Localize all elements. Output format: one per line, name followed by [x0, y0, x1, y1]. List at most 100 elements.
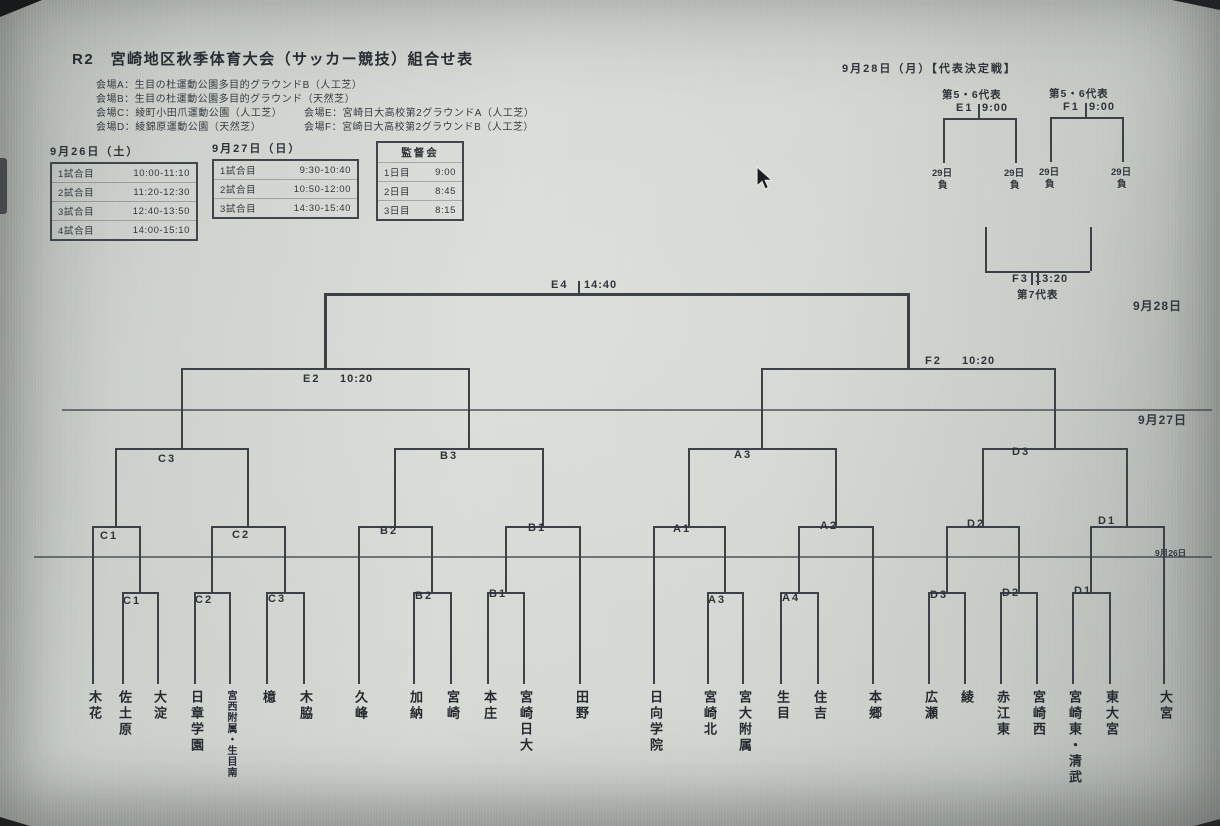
rep-slot-day: 29日	[932, 168, 953, 179]
rep-slot-day: 29日	[1111, 167, 1132, 178]
bracket-line	[780, 592, 782, 684]
match-time: 10:00-11:10	[133, 167, 190, 179]
team-label: 加納	[408, 690, 423, 722]
bracket-line	[1126, 448, 1128, 526]
day-no: 3日目	[384, 206, 411, 217]
rep-slot-day: 29日	[1004, 168, 1025, 179]
coaches-meeting-title: 監督会	[401, 147, 439, 159]
bracket-line	[1050, 117, 1122, 119]
match-time-e4: 14:40	[584, 279, 618, 291]
team-label: 佐土原	[117, 690, 132, 738]
bracket-line	[431, 526, 433, 592]
bracket-line	[835, 448, 837, 526]
rep-slot-result: 負	[1117, 179, 1127, 190]
bracket-line	[394, 448, 396, 526]
team-label: 日向学院	[648, 690, 663, 754]
match-no: 3試合目	[58, 207, 95, 218]
bracket-line	[761, 368, 1054, 370]
match-code-f3: F3	[1012, 273, 1029, 285]
venue-d: 会場D：綾錦原運動公園（天然芝）	[96, 122, 262, 133]
match-time: 9:30-10:40	[299, 164, 351, 176]
match-time: 11:20-12:30	[133, 186, 190, 198]
match-code-r1: D1	[1074, 585, 1093, 597]
team-label: 木脇	[298, 690, 313, 722]
team-label: 宮崎日大	[518, 690, 533, 754]
bracket-line	[92, 526, 139, 528]
match-no: 2試合目	[220, 185, 257, 196]
bracket-line	[928, 592, 930, 684]
rep-left-title: 第5・6代表	[942, 89, 1002, 101]
team-label: 木花	[87, 690, 102, 722]
bracket-line	[413, 592, 415, 684]
bracket-line	[982, 448, 984, 526]
rep-slot-result: 負	[938, 180, 948, 191]
date-label-sep27: 9月27日	[1138, 413, 1188, 427]
bracket-line	[487, 592, 523, 594]
team-label: 綾	[959, 690, 974, 706]
match-code-e2: E2	[303, 373, 321, 385]
venue-f: 会場F：宮崎日大高校第2グラウンドB（人工芝）	[304, 122, 534, 133]
bracket-line	[505, 526, 579, 528]
photo-corner-shadow	[0, 817, 30, 826]
bracket-line	[266, 592, 268, 684]
team-label: 生目	[775, 690, 790, 722]
bracket-line	[707, 592, 742, 594]
rep-slot-result: 負	[1010, 180, 1020, 191]
bracket-line	[181, 368, 468, 370]
match-code-r2: B1	[528, 522, 547, 534]
bracket-line	[946, 526, 1018, 528]
bracket-line	[115, 448, 117, 526]
match-code-qf: B3	[440, 450, 459, 462]
bracket-line	[688, 448, 690, 526]
bracket-line	[1085, 103, 1087, 117]
bracket-line	[943, 118, 945, 163]
bracket-line	[653, 526, 724, 528]
match-code-e1: E1	[956, 102, 974, 114]
bracket-line	[394, 448, 542, 450]
day-no: 2日目	[384, 187, 411, 198]
match-code-r2: A2	[820, 520, 839, 532]
bracket-line	[1000, 592, 1036, 594]
bracket-line	[523, 592, 525, 684]
team-label: 東大宮	[1104, 690, 1119, 738]
match-code-r1: C3	[268, 593, 287, 605]
bracket-line	[92, 526, 94, 684]
bracket-line	[982, 448, 1126, 450]
bracket-line	[122, 592, 124, 684]
match-code-e4: E4	[551, 279, 569, 291]
team-label: 本郷	[867, 690, 882, 722]
bracket-line	[1018, 526, 1020, 592]
team-label: 住吉	[812, 690, 827, 722]
team-label: 久峰	[353, 690, 368, 722]
match-time: 12:40-13:50	[132, 205, 190, 217]
bracket-line	[115, 448, 247, 450]
bracket-line	[688, 448, 835, 450]
match-no: 3試合目	[220, 204, 257, 215]
bracket-line	[964, 592, 966, 684]
team-label: 大宮	[1158, 690, 1173, 722]
bracket-line	[157, 592, 159, 684]
bracket-line	[1072, 592, 1109, 594]
match-code-f1: F1	[1063, 101, 1080, 113]
bracket-line	[229, 592, 231, 684]
match-code-r1: B2	[415, 590, 434, 602]
team-label: 赤江東	[995, 690, 1010, 738]
match-code-r1: C1	[123, 595, 142, 607]
match-code-r1: B1	[489, 588, 508, 600]
bracket-line	[1031, 271, 1033, 285]
bracket-line	[985, 227, 987, 271]
bracket-line	[266, 592, 303, 594]
bracket-line	[943, 118, 1015, 120]
bracket-line	[798, 526, 872, 528]
bracket-line	[928, 592, 964, 594]
